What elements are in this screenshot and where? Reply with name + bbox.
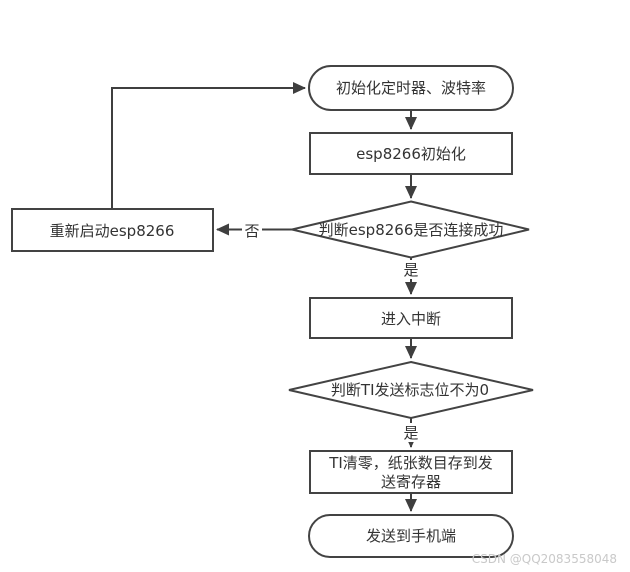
edge-labels: 是 否 是 (242, 220, 420, 442)
edge-label-connect-yes: 是 (403, 261, 418, 279)
decision-check-connect (291, 200, 530, 259)
edge-label-bg (402, 423, 420, 442)
edge-restart-to-start (111, 82, 306, 209)
terminator-start-label: 初始化定时器、波特率 (336, 79, 486, 97)
watermark: CSDN @QQ2083558048 (472, 552, 617, 566)
process-ti-clear-label-line1: TI清零，纸张数目存到发 (328, 454, 493, 472)
edge-label-bg (242, 220, 262, 239)
process-enter-interrupt-label: 进入中断 (381, 310, 441, 328)
decision-check-connect-label: 判断esp8266是否连接成功 (319, 221, 504, 239)
terminator-send-to-phone (308, 514, 514, 558)
decision-check-ti-flag (288, 360, 534, 420)
terminator-start (308, 65, 514, 111)
process-restart (11, 208, 214, 252)
nodes: 初始化定时器、波特率 esp8266初始化 判断esp8266是否连接成功 重新… (11, 65, 534, 558)
edge-label-ti-yes: 是 (403, 424, 418, 442)
process-ti-clear-label-line2: 送寄存器 (381, 473, 441, 491)
terminator-send-to-phone-label: 发送到手机端 (366, 527, 456, 545)
process-esp-init (309, 132, 513, 175)
decision-check-ti-flag-label: 判断TI发送标志位不为0 (331, 381, 489, 399)
process-ti-clear (309, 450, 513, 494)
process-esp-init-label: esp8266初始化 (356, 145, 466, 163)
process-restart-label: 重新启动esp8266 (50, 222, 175, 240)
edge-label-connect-no: 否 (244, 222, 259, 240)
process-enter-interrupt (309, 297, 513, 339)
edge-label-bg (402, 260, 420, 279)
